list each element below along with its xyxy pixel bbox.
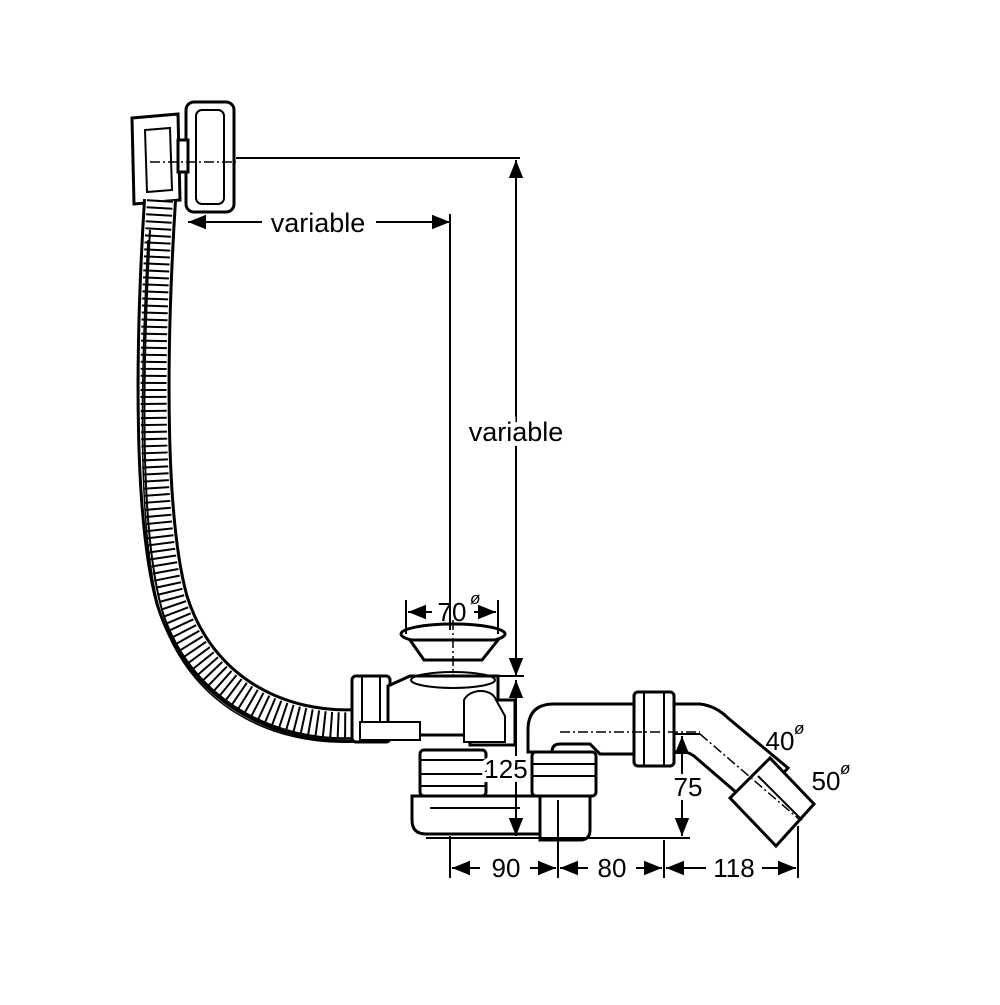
dimension-labels: variable variable 70 ø 125 75 40 ø 50 ø … <box>271 208 851 883</box>
dim-diameter-40: 40 <box>766 726 795 756</box>
dim-variable-horizontal: variable <box>271 208 366 238</box>
dim-width-90: 90 <box>492 853 521 883</box>
dim-width-118: 118 <box>713 853 754 883</box>
dim-width-80: 80 <box>598 853 627 883</box>
diameter-symbol-70: ø <box>470 589 480 608</box>
dim-height-75: 75 <box>674 772 703 802</box>
dim-variable-vertical: variable <box>469 417 564 447</box>
diameter-symbol-50: ø <box>840 759 850 778</box>
waste-body <box>350 620 817 849</box>
overflow-fitting <box>130 100 236 214</box>
dim-diameter-70: 70 <box>438 597 467 627</box>
diameter-symbol-40: ø <box>794 719 804 738</box>
overflow-hose <box>136 198 362 743</box>
dimension-lines <box>188 157 799 878</box>
dim-height-125: 125 <box>484 754 527 784</box>
dim-diameter-50: 50 <box>812 766 841 796</box>
